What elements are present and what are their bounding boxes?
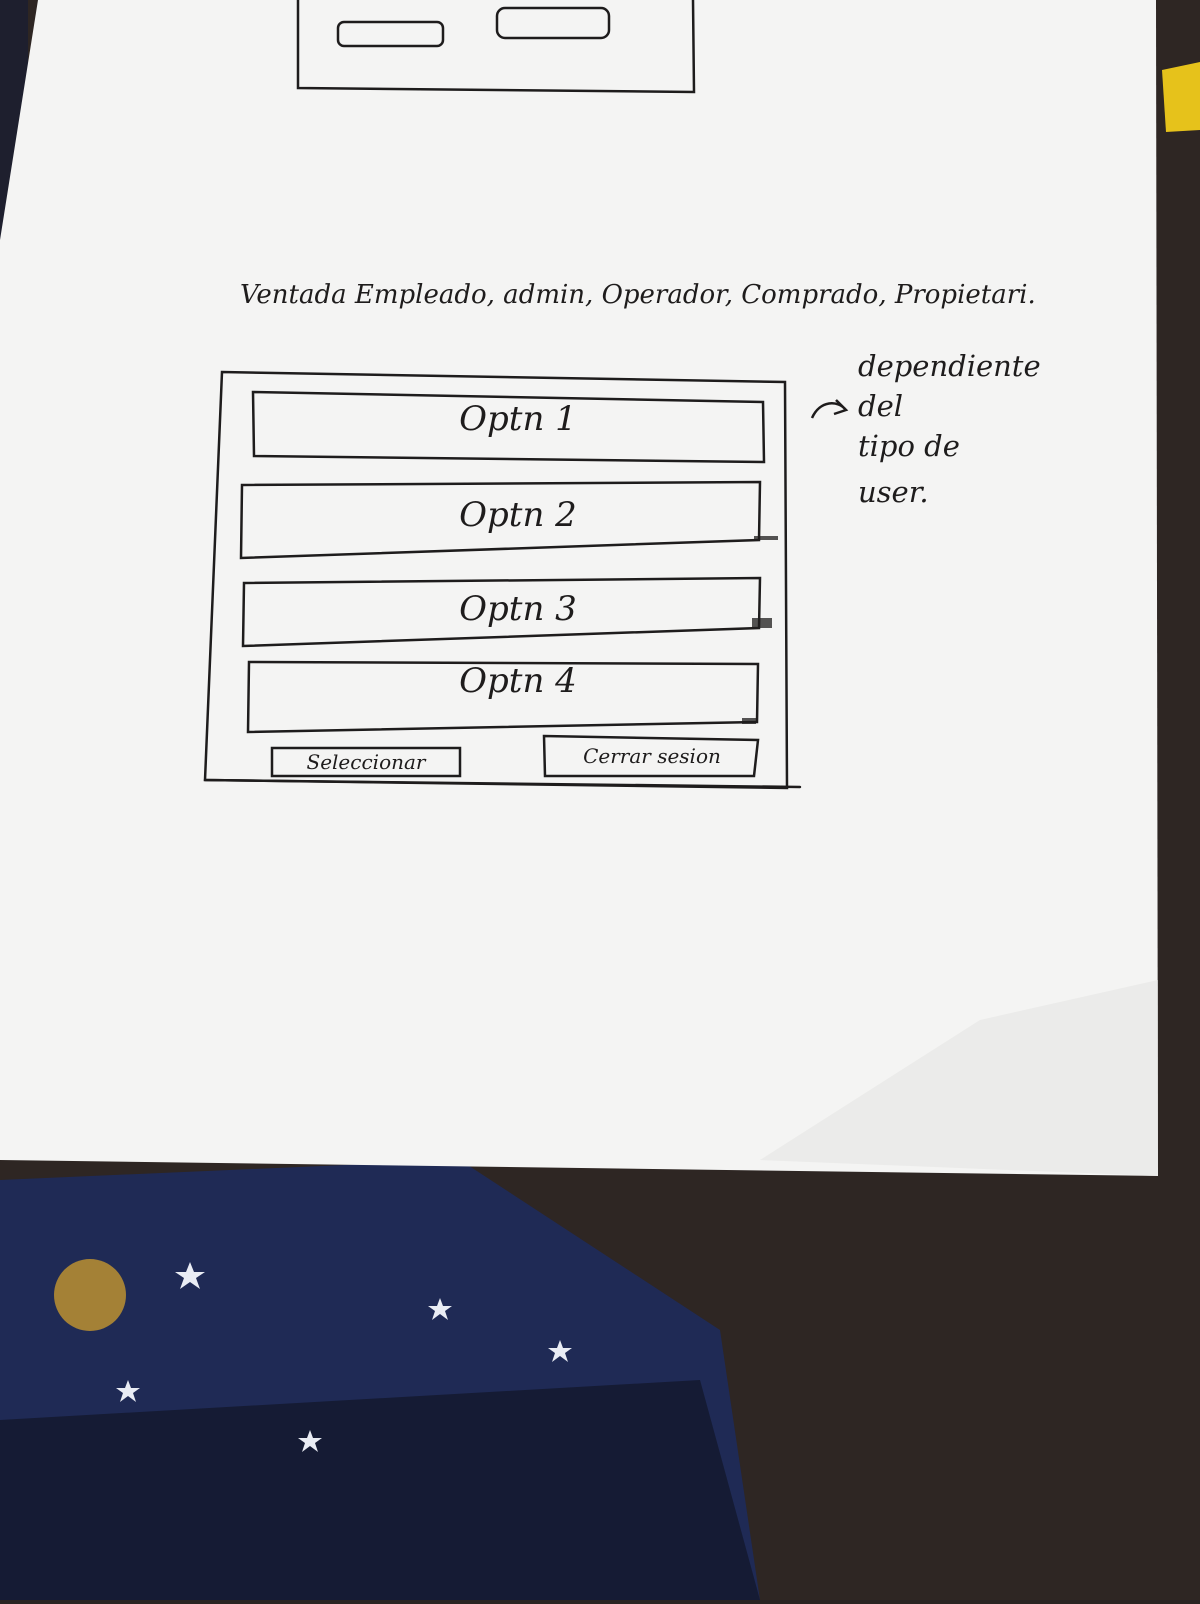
note-line-1: dependiente [858,349,1041,383]
previous-sketch [296,0,696,94]
option-4-label: Optn 4 [459,661,577,701]
paper-sheet [0,0,1158,1176]
select-button-label: Seleccionar [306,750,426,774]
option-1-label: Optn 1 [459,399,577,439]
option-1-box[interactable] [251,390,766,464]
note-line-3: tipo de [858,429,960,463]
ink-smudges [742,536,778,724]
option-3-label: Optn 3 [459,589,577,629]
logout-button-box[interactable] [542,734,760,778]
option-2-label: Optn 2 [459,495,577,535]
window-title: Ventada Empleado, admin, Operador, Compr… [240,280,1036,310]
fabric-shadow [0,1380,760,1600]
fabric-planet [54,1259,126,1331]
logout-button-label: Cerrar sesion [583,744,721,768]
note-line-2: del [858,389,904,423]
arrow-icon [810,399,849,419]
fabric-stars [116,1262,572,1452]
window-frame-sketch [203,370,802,790]
yellow-object [1162,62,1200,132]
option-4-box[interactable] [246,660,760,734]
note-line-4: user. [858,475,929,509]
select-button-box[interactable] [270,746,462,778]
paper-shadow [760,980,1158,1176]
